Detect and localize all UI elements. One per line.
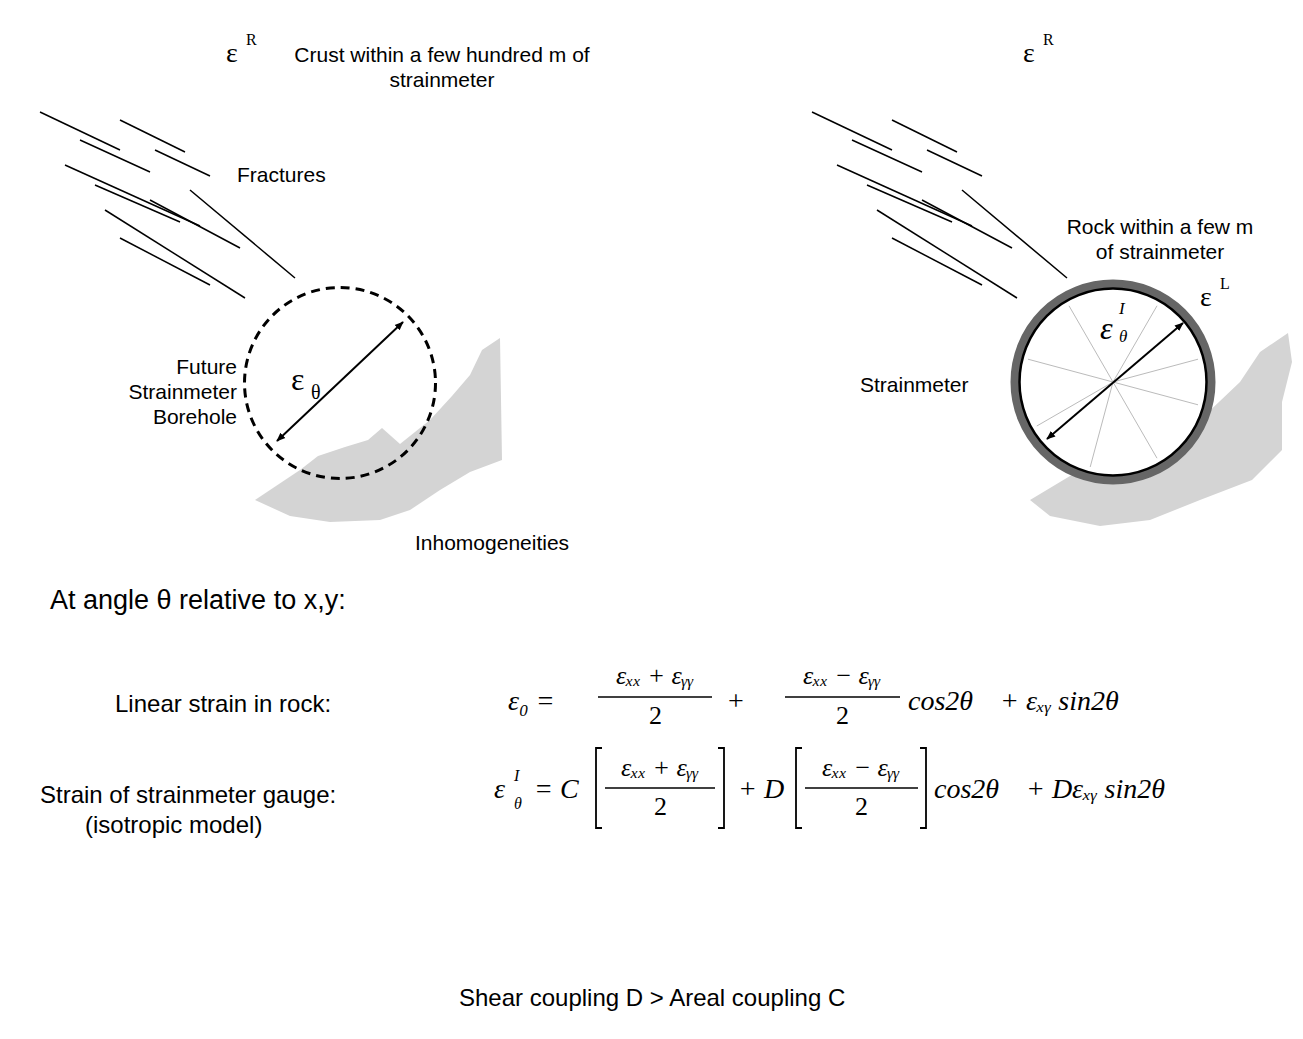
region-label: Crust within a few hundred m of strainme… [262,42,622,92]
numerator: εₓₓ − εᵧᵧ [822,752,900,783]
strainmeter-interior [1018,287,1208,477]
fractures [812,112,1067,298]
strain-symbol: ε [291,360,304,398]
equation-term: + [728,684,744,718]
numerator: εₓₓ − εᵧᵧ [803,660,881,691]
equation-caption: Linear strain in rock: [115,690,331,719]
superscript: L [1220,274,1230,293]
equation-term: ε₀ = [508,684,555,718]
strain-arrow [1047,323,1183,439]
strain-symbol: ε [226,36,238,70]
region-label: Rock within a few m of strainmeter [1062,214,1258,264]
bracket [596,748,926,828]
equation-term: cos2θ [908,684,973,718]
feature-label: Future Strainmeter Borehole [95,354,237,430]
equation-term: = C [534,772,579,806]
superscript: R [246,30,257,49]
equation-caption: (isotropic model) [85,811,262,840]
strain-index: I [1119,299,1125,319]
feature-label: Fractures [237,162,326,187]
strain-index: θ [1119,327,1127,347]
heading: At angle θ relative to x,y: [50,584,346,616]
circle-outline [243,286,437,480]
denominator: 2 [855,791,868,822]
equation-term: + Dεₓᵧ sin2θ [1026,772,1165,806]
strain-symbol: ε [1200,280,1212,314]
strainmeter-circle: εIθ [1018,287,1208,477]
circle-outline [1018,287,1208,477]
strain-symbol: ε [494,772,505,806]
strain-index: θ [311,380,321,404]
numerator: εₓₓ + εᵧᵧ [621,752,699,783]
equation-caption: Strain of strainmeter gauge: [40,781,336,810]
superscript: I [514,766,519,785]
part-label: Strainmeter [860,372,969,397]
denominator: 2 [654,791,667,822]
strain-arrow [277,322,403,441]
feature-label: Inhomogeneities [415,530,569,555]
conclusion: Shear coupling D > Areal coupling C [459,984,845,1013]
strain-symbol: ε [1100,309,1113,347]
inhomogeneity [255,338,502,522]
strain-symbol: ε [1023,36,1035,70]
numerator: εₓₓ + εᵧᵧ [616,660,694,691]
equation-term: cos2θ [934,772,999,806]
borehole-circle: εθ [243,286,437,480]
equation-term: + εₓᵧ sin2θ [1000,684,1119,718]
gauge-spokes [1028,306,1198,467]
superscript: R [1043,30,1054,49]
denominator: 2 [649,700,662,731]
subscript: θ [514,794,522,813]
fractures [40,112,295,298]
denominator: 2 [836,700,849,731]
equation-term: + D [738,772,784,806]
